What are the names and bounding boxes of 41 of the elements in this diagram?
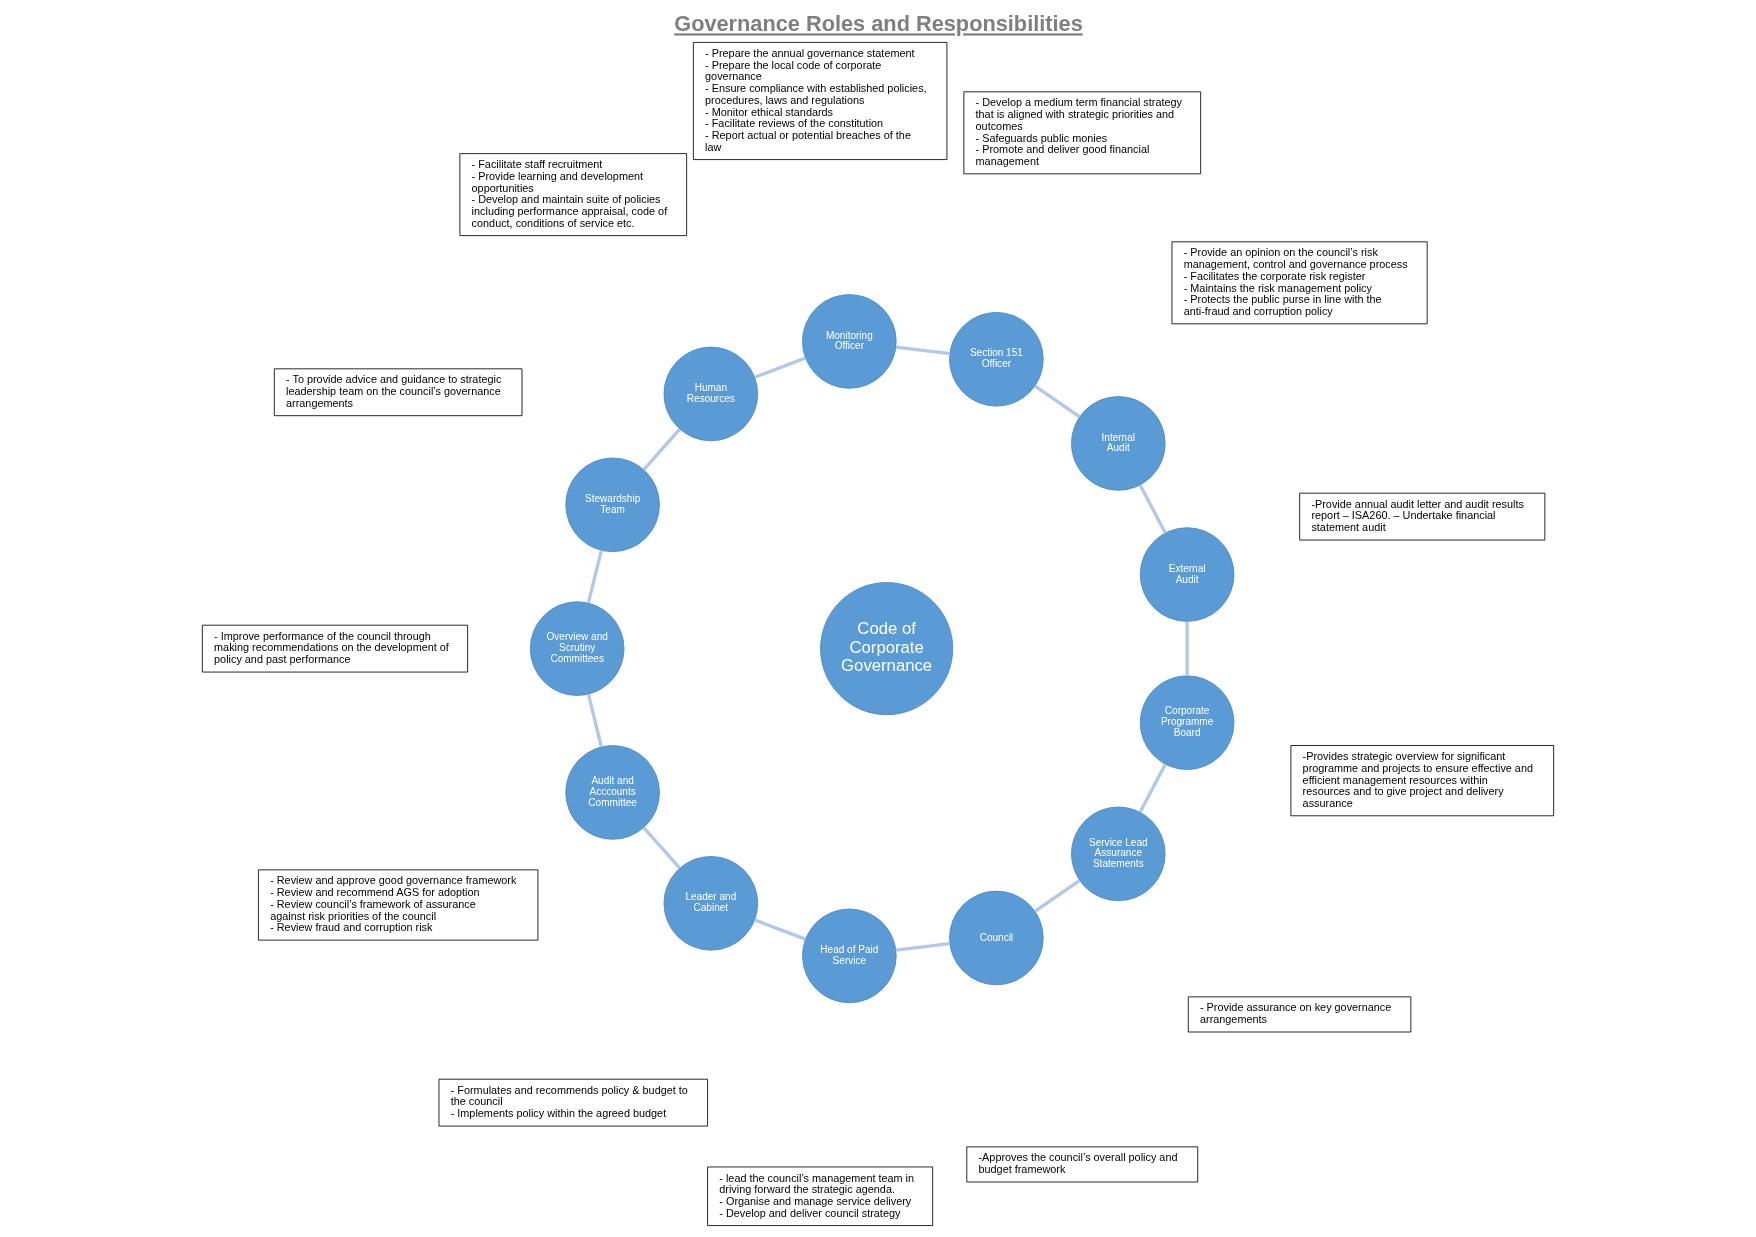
node-box: - Formulates and recommends policy & budget to the council - Implements policy within the agreed budget	[438, 1078, 708, 1127]
node-circle: Council	[949, 890, 1044, 986]
node-circle: Section 151 Officer	[949, 312, 1044, 407]
node-circle: Audit and Acccounts Committee	[565, 745, 660, 840]
node-circle: Leader and Cabinet	[663, 856, 759, 951]
node-box: - Facilitate staff recruitment - Provide learning and development opportunities - Develop and maintain suite of policies including performance appraisal, code of conduct, conditions of service etc.	[459, 153, 688, 237]
node-box: -Provides strategic overview for significant programme and projects to ensure effective and efficient management resources within resources and to give project and delivery assurance	[1290, 745, 1555, 817]
connector	[754, 918, 806, 941]
node-circle: Stewardship Team	[565, 457, 660, 553]
node-circle: External Audit	[1139, 527, 1235, 622]
connector	[586, 693, 603, 748]
node-circle: Human Resources	[663, 346, 759, 442]
node-box: -Approves the council’s overall policy and budget framework	[966, 1146, 1199, 1183]
connector	[1138, 763, 1167, 814]
node-box: - Provide assurance on key governance arrangements	[1187, 996, 1412, 1033]
node-box: - Develop a medium term financial strategy that is aligned with strategic priorities and outcomes - Safeguards public monies - Promote and deliver good financial management	[963, 91, 1202, 175]
node-circle: Overview and Scrutiny Committees	[529, 601, 625, 696]
node-box: - lead the council’s management team in driving forward the strategic agenda. - Organise and manage service delivery - Develop and deliver council strategy	[707, 1166, 934, 1226]
connector	[1185, 621, 1189, 676]
connector	[1034, 879, 1081, 913]
connector	[754, 356, 807, 379]
node-box: -Provide annual audit letter and audit results report – ISA260. – Undertake financial statement audit	[1299, 492, 1546, 541]
connector	[1138, 484, 1167, 534]
node-box: - Improve performance of the council through making recommendations on the development of policy and past performance	[201, 624, 469, 673]
node-circle: Internal Audit	[1071, 396, 1166, 491]
node-box: - Prepare the annual governance statement - Prepare the local code of corporate governance - Ensure compliance with established policies, procedures, laws and regulations - Monitor ethical standards - Facilitate reviews of the constitution - Report actual or potential breaches of the law	[692, 42, 948, 160]
node-circle: Service Lead Assurance Statements	[1071, 806, 1166, 902]
node-circle: Code of Corporate Governance	[820, 582, 954, 716]
connector	[1034, 384, 1081, 419]
diagram-title: Governance Roles and Responsibilities	[674, 11, 1083, 37]
node-box: - To provide advice and guidance to strategic leadership team on the council’s governance arrangements	[273, 368, 523, 417]
node-circle: Corporate Programme Board	[1139, 675, 1235, 770]
connector	[895, 345, 951, 356]
connector	[642, 427, 681, 471]
node-box: - Provide an opinion on the council’s risk management, control and governance process - Facilitates the corporate risk register - Maintains the risk management policy - Protects the public purse in line with the anti-fraud and corruption policy	[1171, 241, 1428, 325]
connector	[895, 942, 950, 952]
node-circle: Head of Paid Service	[802, 908, 897, 1004]
node-box: - Review and approve good governance framework - Review and recommend AGS for adoption - Review council’s framework of assurance against risk priorities of the council - Review fraud and corruption risk	[258, 869, 539, 941]
connector	[586, 549, 604, 604]
node-circle: Monitoring Officer	[802, 294, 897, 389]
connector	[642, 826, 681, 870]
